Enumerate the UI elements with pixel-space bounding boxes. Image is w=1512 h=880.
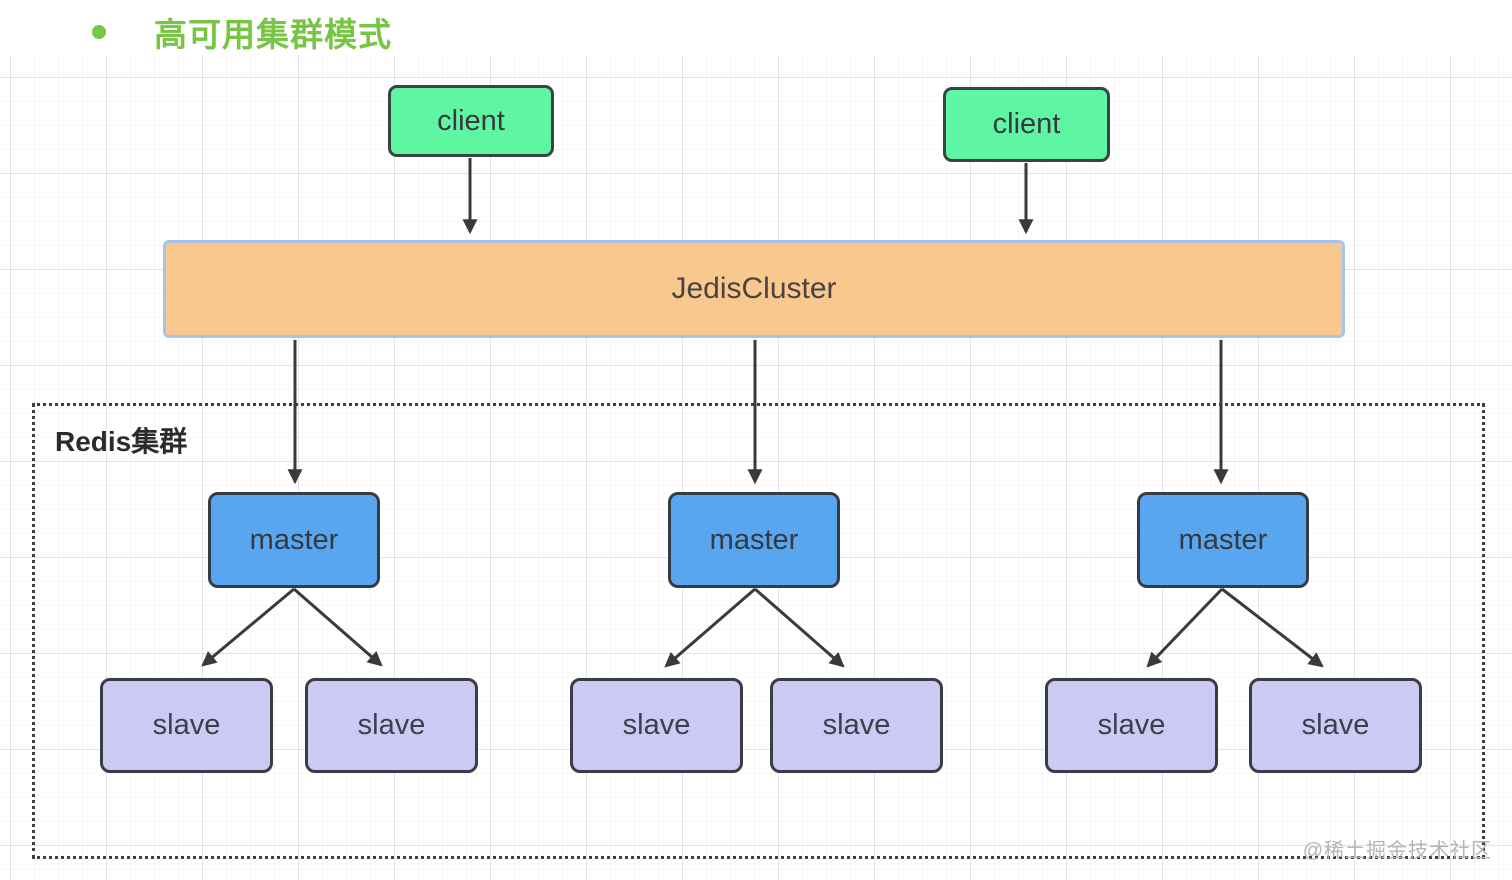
slave-node-6: slave	[1249, 678, 1422, 773]
master-node-2: master	[668, 492, 840, 588]
slave-node-1: slave	[100, 678, 273, 773]
arrow-master1-to-slave1	[201, 587, 295, 667]
master-node-2-label: master	[709, 523, 799, 556]
arrow-master1-to-slave2	[293, 587, 383, 667]
slave-node-6-label: slave	[1301, 709, 1370, 741]
slave-node-2-label: slave	[357, 709, 426, 741]
arrow-master3-to-slave6	[1221, 587, 1324, 668]
arrow-master2-to-slave3	[664, 587, 756, 668]
jediscluster-bar: JedisCluster	[163, 240, 1345, 338]
master-node-3: master	[1137, 492, 1309, 588]
title-row: 高可用集群模式	[92, 10, 392, 54]
slave-node-5: slave	[1045, 678, 1218, 773]
slave-node-5-label: slave	[1097, 709, 1166, 741]
slave-node-3-label: slave	[622, 709, 691, 741]
client-node-2-label: client	[992, 108, 1061, 140]
slave-node-1-label: slave	[152, 709, 221, 741]
master-node-1: master	[208, 492, 380, 588]
arrow-master3-to-slave5	[1146, 587, 1224, 668]
bullet-icon	[92, 25, 106, 39]
arrow-master2-to-slave4	[754, 587, 845, 668]
client-node-1-label: client	[437, 104, 505, 137]
slave-node-4-label: slave	[822, 709, 891, 741]
master-node-3-label: master	[1178, 523, 1268, 556]
client-node-1: client	[388, 85, 554, 157]
redis-cluster-label: Redis集群	[55, 426, 188, 457]
slave-node-3: slave	[570, 678, 743, 773]
redis-cluster-container: Redis集群	[32, 403, 1485, 859]
master-node-1-label: master	[249, 523, 339, 556]
watermark: @稀土掘金技术社区	[1302, 840, 1492, 862]
client-node-2: client	[943, 87, 1110, 162]
slave-node-2: slave	[305, 678, 478, 773]
slave-node-4: slave	[770, 678, 943, 773]
page-title: 高可用集群模式	[154, 16, 392, 53]
jediscluster-label: JedisCluster	[671, 272, 837, 305]
